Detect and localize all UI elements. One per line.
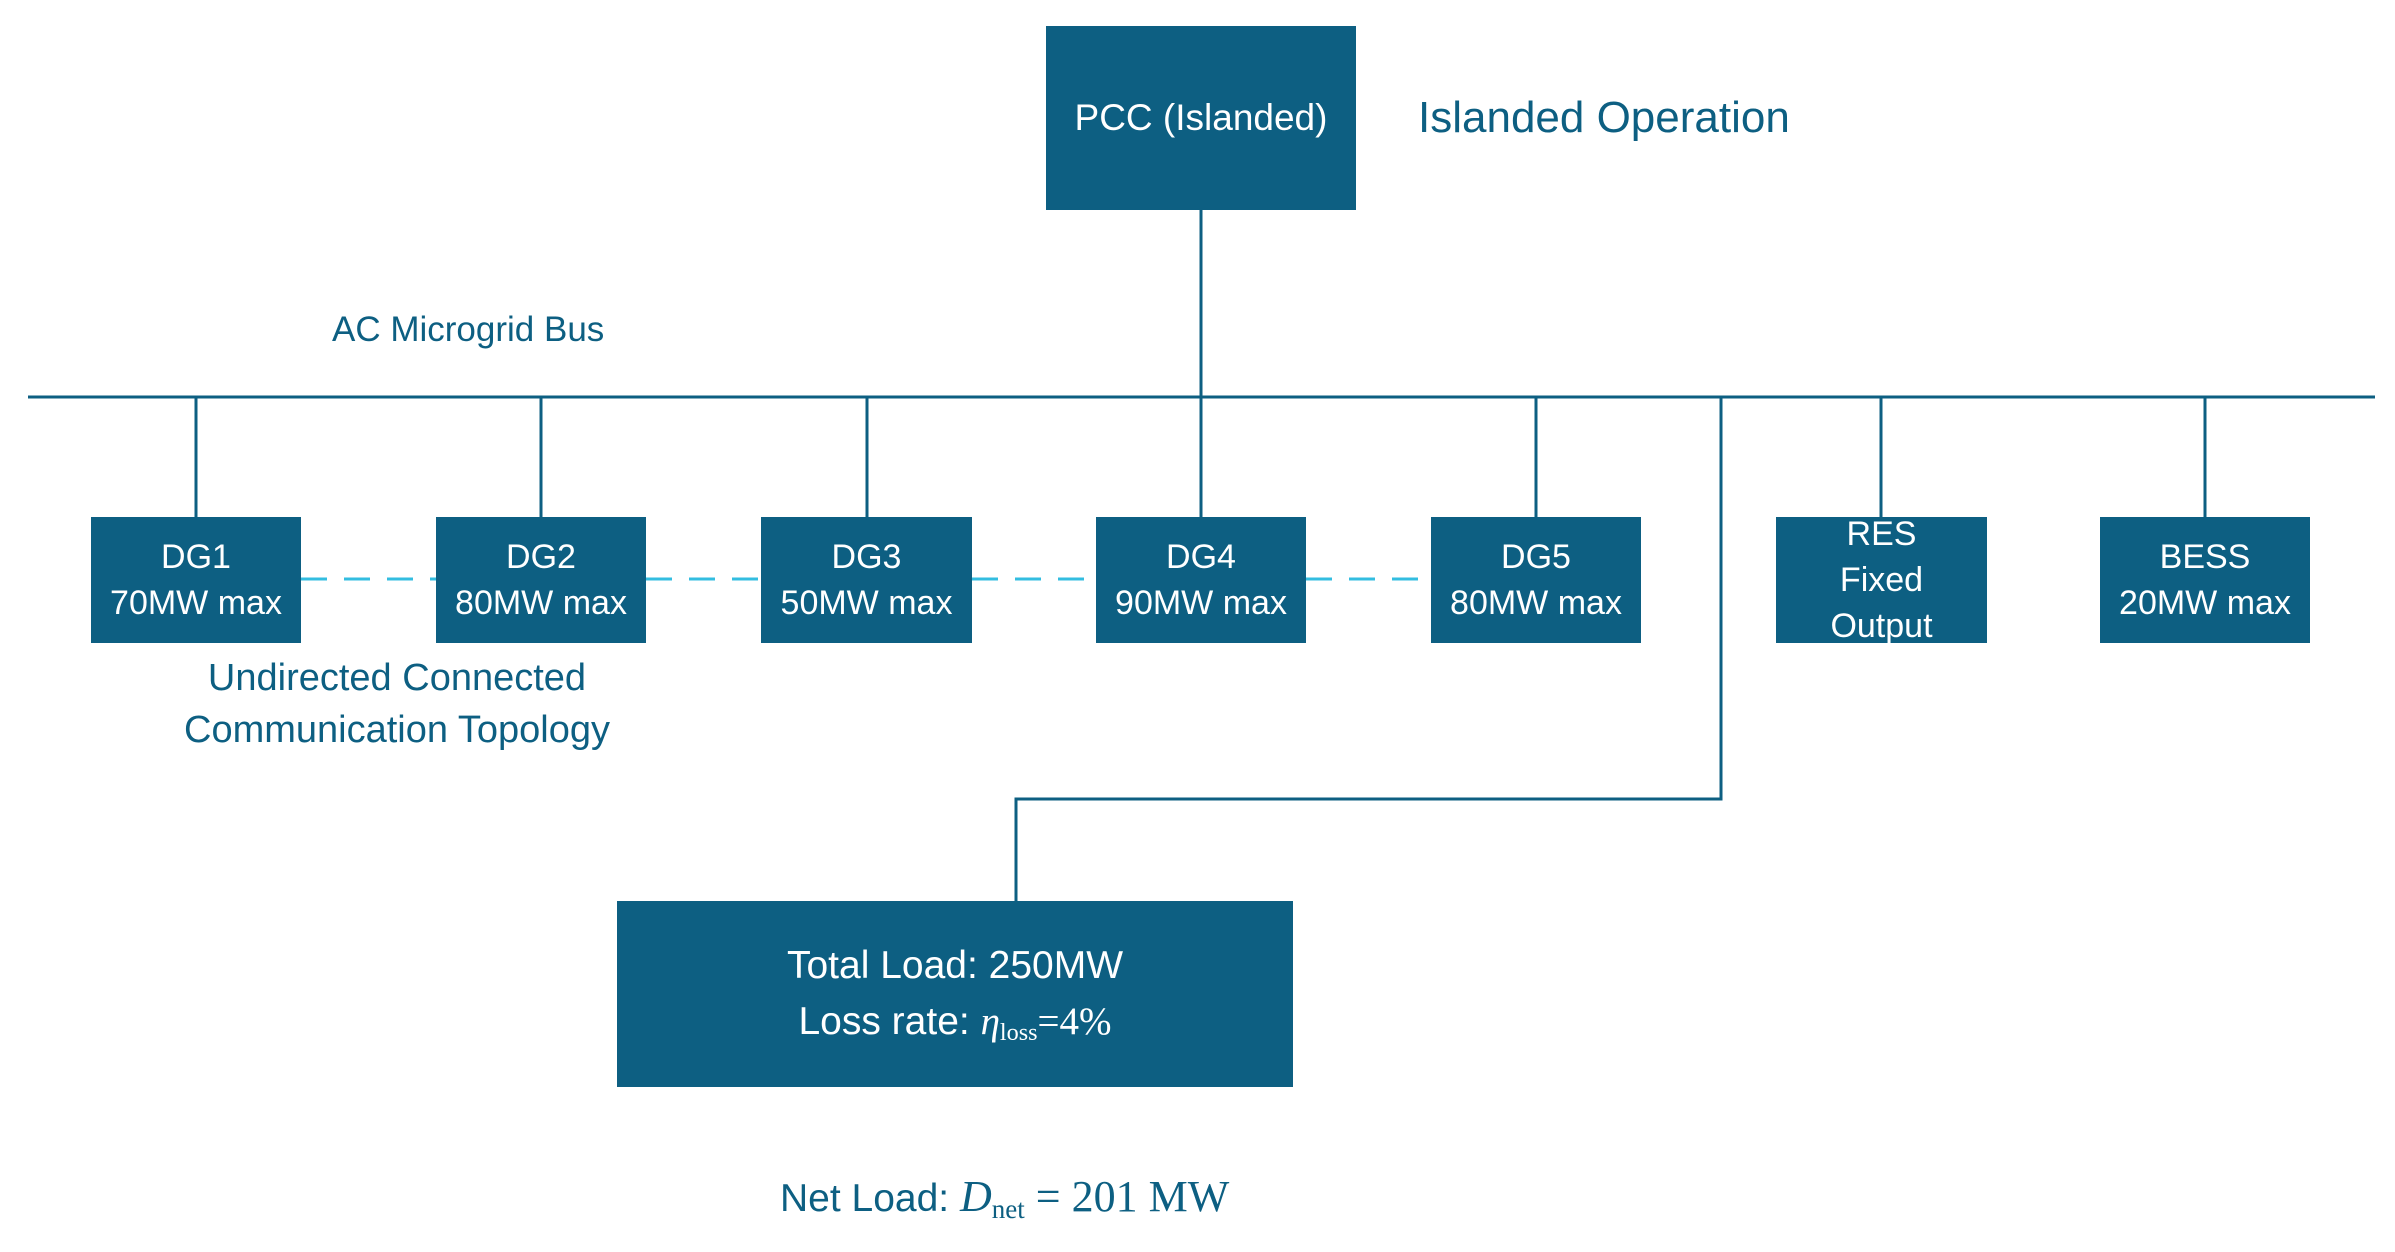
dg5-rating: 80MW max — [1450, 584, 1622, 622]
dg1-box: DG1 70MW max — [91, 517, 301, 643]
dg2-box: DG2 80MW max — [436, 517, 646, 643]
load-feeder-line — [1014, 397, 1723, 901]
dg4-box: DG4 90MW max — [1096, 517, 1306, 643]
dg5-name: DG5 — [1501, 538, 1571, 576]
mode-label: Islanded Operation — [1418, 93, 1790, 142]
net-load-symbol: D — [959, 1172, 992, 1221]
net-load-subscript: net — [991, 1193, 1025, 1224]
topology-label-line1: Undirected Connected — [207, 657, 587, 699]
net-load-value: = 201 MW — [1024, 1172, 1230, 1221]
dg3-box: DG3 50MW max — [761, 517, 972, 643]
load-box: Total Load: 250MW Loss rate: ηloss=4% — [617, 901, 1293, 1087]
total-load-text: Total Load: 250MW — [786, 944, 1123, 987]
loss-value: =4% — [1037, 1000, 1112, 1043]
net-load-label: Net Load: Dnet = 201 MW — [780, 1172, 1229, 1224]
dg2-rating: 80MW max — [455, 584, 627, 622]
pcc-box: PCC (Islanded) — [1046, 26, 1356, 210]
bess-name: BESS — [2159, 538, 2251, 576]
res-line3: Output — [1830, 607, 1933, 645]
net-load-prefix: Net Load: — [780, 1177, 960, 1220]
dg3-name: DG3 — [831, 538, 902, 576]
bus-label: AC Microgrid Bus — [332, 310, 605, 349]
loss-subscript: loss — [999, 1019, 1038, 1047]
dg1-rating: 70MW max — [110, 584, 282, 622]
dg1-name: DG1 — [161, 538, 231, 576]
res-name: RES — [1846, 515, 1917, 553]
loss-rate-text: Loss rate: ηloss=4% — [798, 994, 1111, 1050]
loss-rate-prefix: Loss rate: — [798, 1000, 981, 1043]
bess-box: BESS 20MW max — [2100, 517, 2310, 643]
pcc-label: PCC (Islanded) — [1074, 97, 1328, 138]
res-line2: Fixed — [1839, 561, 1924, 599]
res-box: RES Fixed Output — [1776, 515, 1987, 645]
dg4-rating: 90MW max — [1115, 584, 1287, 622]
topology-label: Undirected Connected Communication Topol… — [160, 652, 634, 756]
dg3-rating: 50MW max — [780, 584, 953, 622]
dg4-name: DG4 — [1166, 538, 1236, 576]
dg2-name: DG2 — [506, 538, 576, 576]
dg5-box: DG5 80MW max — [1431, 517, 1641, 643]
topology-label-line2: Communication Topology — [184, 709, 610, 751]
bess-rating: 20MW max — [2119, 584, 2291, 622]
loss-symbol: η — [980, 1000, 1000, 1043]
